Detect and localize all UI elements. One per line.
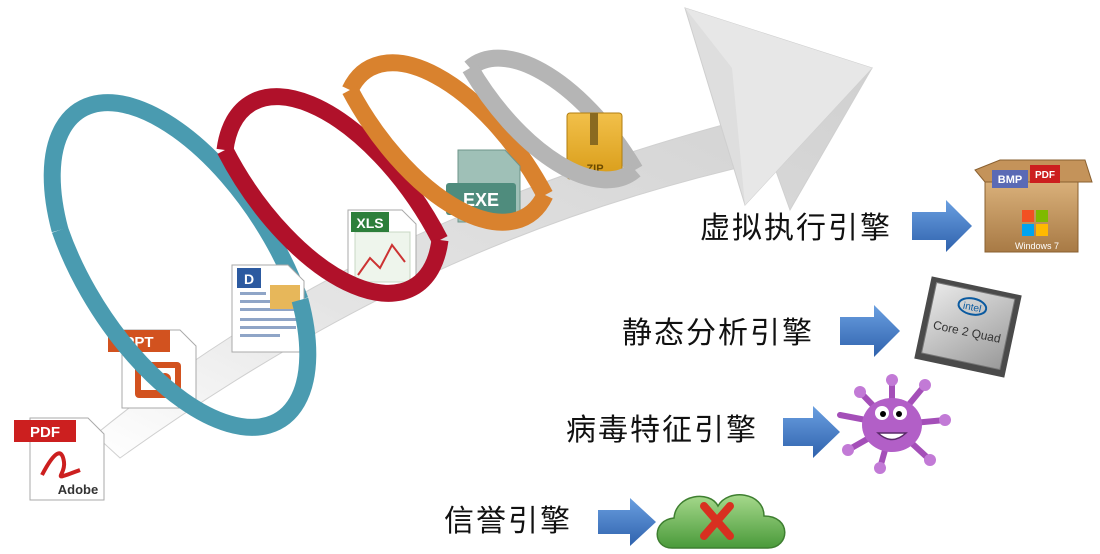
xls-label: XLS [356,215,383,231]
ring-2-back [216,88,448,244]
engine-label-reputation: 信誉引擎 [444,504,572,539]
pdf-label: PDF [30,424,60,441]
doc-file-icon: D [231,264,305,353]
ring-1-back [43,94,309,303]
arrow-right-icon [912,200,972,252]
ring-4-front [462,63,641,189]
ring-3-back [342,54,553,199]
cpu-chip-icon: intel Core 2 Quad [914,276,1022,378]
ring-3-front [342,86,553,231]
ring-2-front [217,146,449,302]
engine-label-virtual-execution: 虚拟执行引擎 [700,211,892,246]
engine-row-virus-signature: 病毒特征引擎 [566,374,951,474]
windows-badge: Windows 7 [1015,241,1059,251]
exe-label: EXE [463,190,499,210]
engine-row-static-analysis: 静态分析引擎 intel Core 2 Quad [622,276,1022,378]
bmp-badge: BMP [998,174,1022,186]
pdf-badge: PDF [1035,170,1055,181]
doc-label: D [244,271,254,287]
sandbox-box-icon: BMP PDF Windows 7 [974,159,1093,253]
arrow-right-icon [840,305,900,357]
engine-label-virus-signature: 病毒特征引擎 [566,413,758,448]
arrow-right-icon [783,406,840,458]
engine-label-static-analysis: 静态分析引擎 [622,316,814,351]
scan-rings-front [51,63,641,436]
engine-row-virtual-execution: 虚拟执行引擎 BMP PDF Windows 7 [700,159,1093,253]
pdf-file-icon: PDF Adobe [14,417,105,501]
cloud-reject-icon [656,494,786,549]
arrow-right-icon [598,498,656,546]
virus-icon [837,374,951,474]
adobe-label: Adobe [58,482,98,497]
ring-1-front [51,227,317,436]
engine-row-reputation: 信誉引擎 [444,494,786,549]
xls-file-icon: XLS [347,209,417,291]
intel-badge: intel [962,301,982,316]
